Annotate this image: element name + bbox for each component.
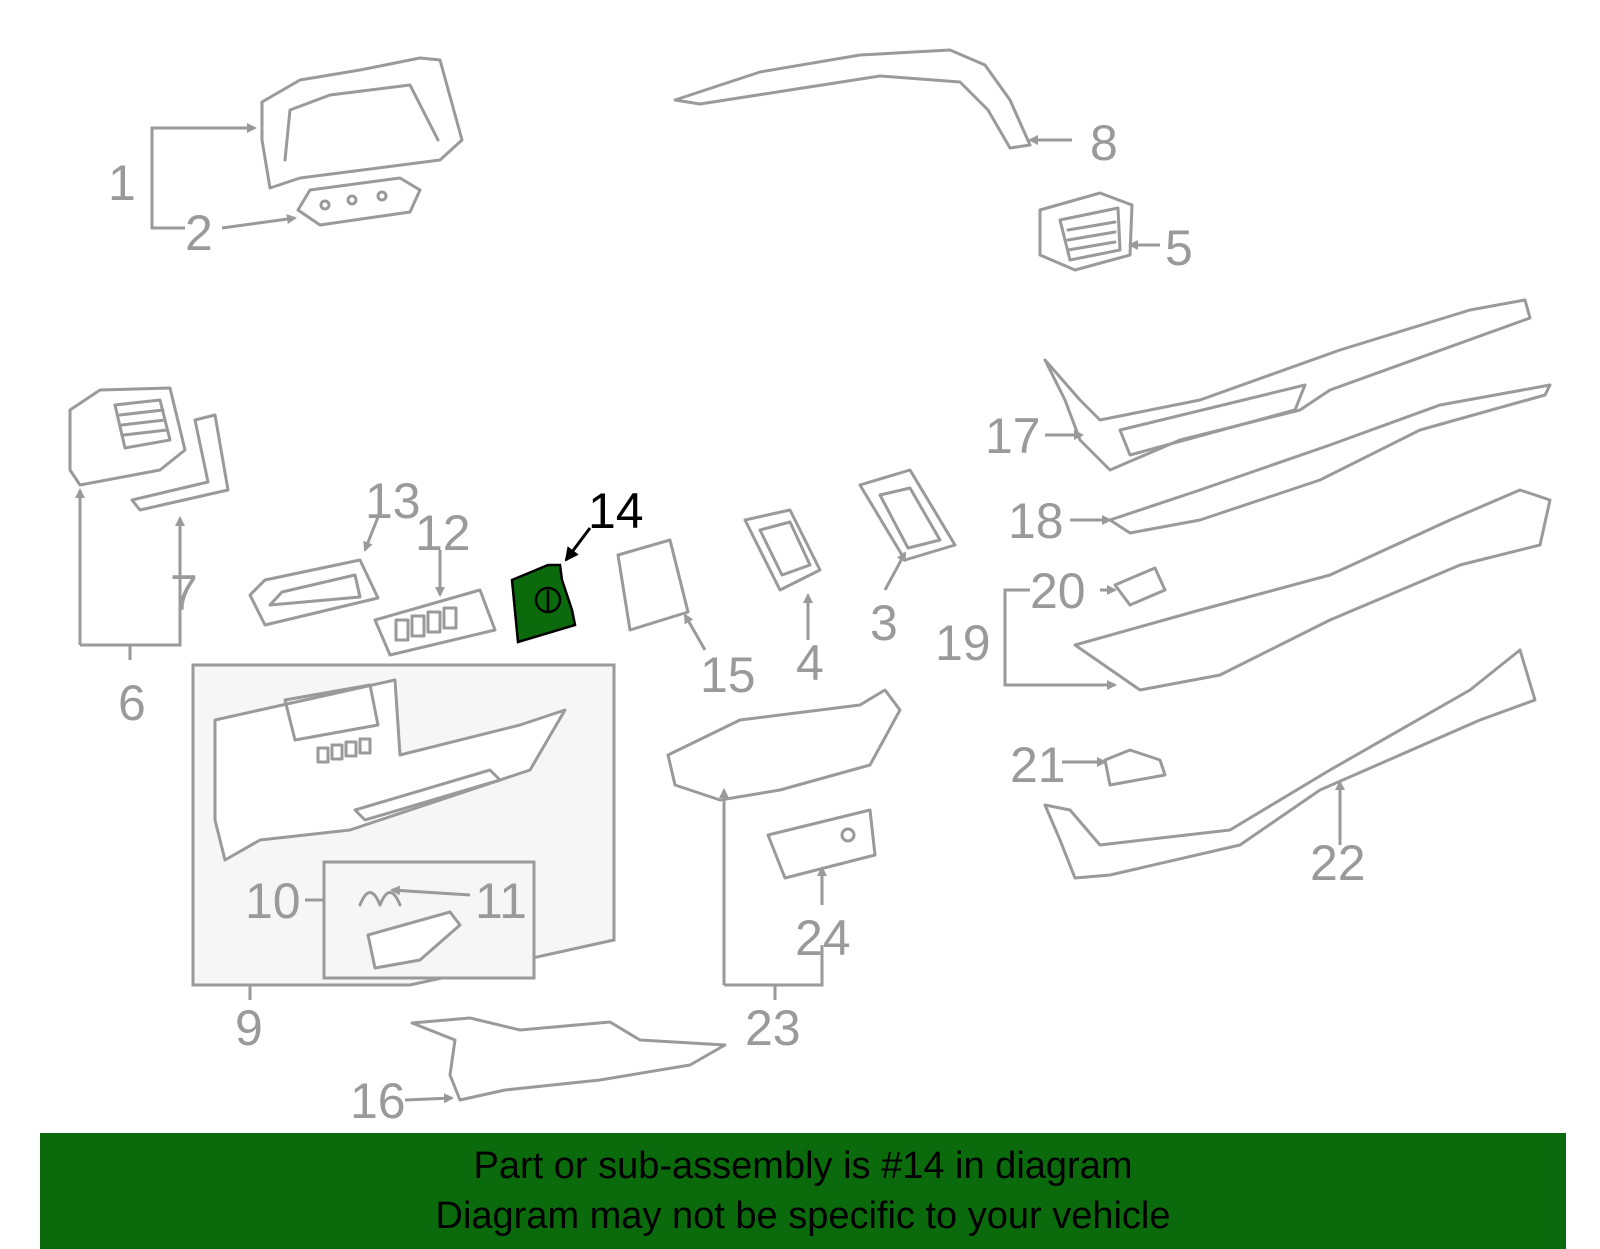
label-10: 10: [245, 873, 301, 929]
label-16: 16: [350, 1073, 406, 1129]
banner-line-part: Part or sub-assembly is #14 in diagram: [473, 1145, 1133, 1187]
part-22-sill-trim: [1043, 648, 1537, 880]
label-12: 12: [415, 505, 471, 561]
label-5: 5: [1165, 220, 1193, 276]
part-23-bracket: [666, 688, 902, 802]
part-20-insert: [1113, 566, 1167, 607]
part-1-cluster-hood: [260, 56, 464, 190]
label-17: 17: [985, 408, 1041, 464]
part-15-panel: [616, 538, 690, 632]
part-24-panel: [766, 808, 877, 880]
label-11: 11: [475, 873, 527, 929]
label-13: 13: [365, 473, 421, 529]
part-14-highlighted: [510, 563, 577, 644]
part-2-switch-bezel: [296, 176, 422, 227]
label-3: 3: [870, 595, 898, 651]
label-21: 21: [1010, 737, 1066, 793]
part-6-side-vent: [68, 386, 187, 487]
label-19: 19: [935, 615, 991, 671]
part-4-vent: [743, 508, 822, 592]
part-13-panel: [248, 558, 380, 627]
label-8: 8: [1090, 115, 1118, 171]
group-10-11-frame: [322, 860, 536, 980]
part-7-trim: [130, 413, 230, 512]
part-17-dash-panel: [1043, 298, 1532, 472]
parts-diagram: 1 2 8 5 7 6 13 12 14 15 4 3 10 11 9 16 2…: [68, 48, 1552, 1129]
part-3-vent: [858, 468, 957, 562]
label-6: 6: [118, 675, 146, 731]
label-22: 22: [1310, 835, 1366, 891]
label-7: 7: [170, 565, 198, 621]
label-2: 2: [185, 205, 213, 261]
leader-14: [564, 527, 592, 562]
part-21-clip: [1103, 748, 1167, 787]
label-1: 1: [108, 155, 136, 211]
part-5-vent: [1038, 191, 1134, 272]
label-4: 4: [796, 635, 824, 691]
banner-line-disclaimer: Diagram may not be specific to your vehi…: [435, 1195, 1171, 1237]
label-24: 24: [795, 910, 851, 966]
part-8-dash-trim: [673, 48, 1032, 150]
label-14: 14: [588, 483, 644, 539]
label-15: 15: [700, 647, 756, 703]
part-16-lower-panel: [410, 1016, 727, 1102]
info-banner: Part or sub-assembly is #14 in diagram D…: [40, 1133, 1566, 1249]
part-18-bracket: [1108, 383, 1552, 535]
part-12-switch-panel: [373, 588, 497, 657]
label-20: 20: [1030, 563, 1086, 619]
label-9: 9: [235, 1000, 263, 1056]
label-18: 18: [1008, 493, 1064, 549]
label-23: 23: [745, 1000, 801, 1056]
part-19-lower-dash: [1073, 488, 1552, 692]
